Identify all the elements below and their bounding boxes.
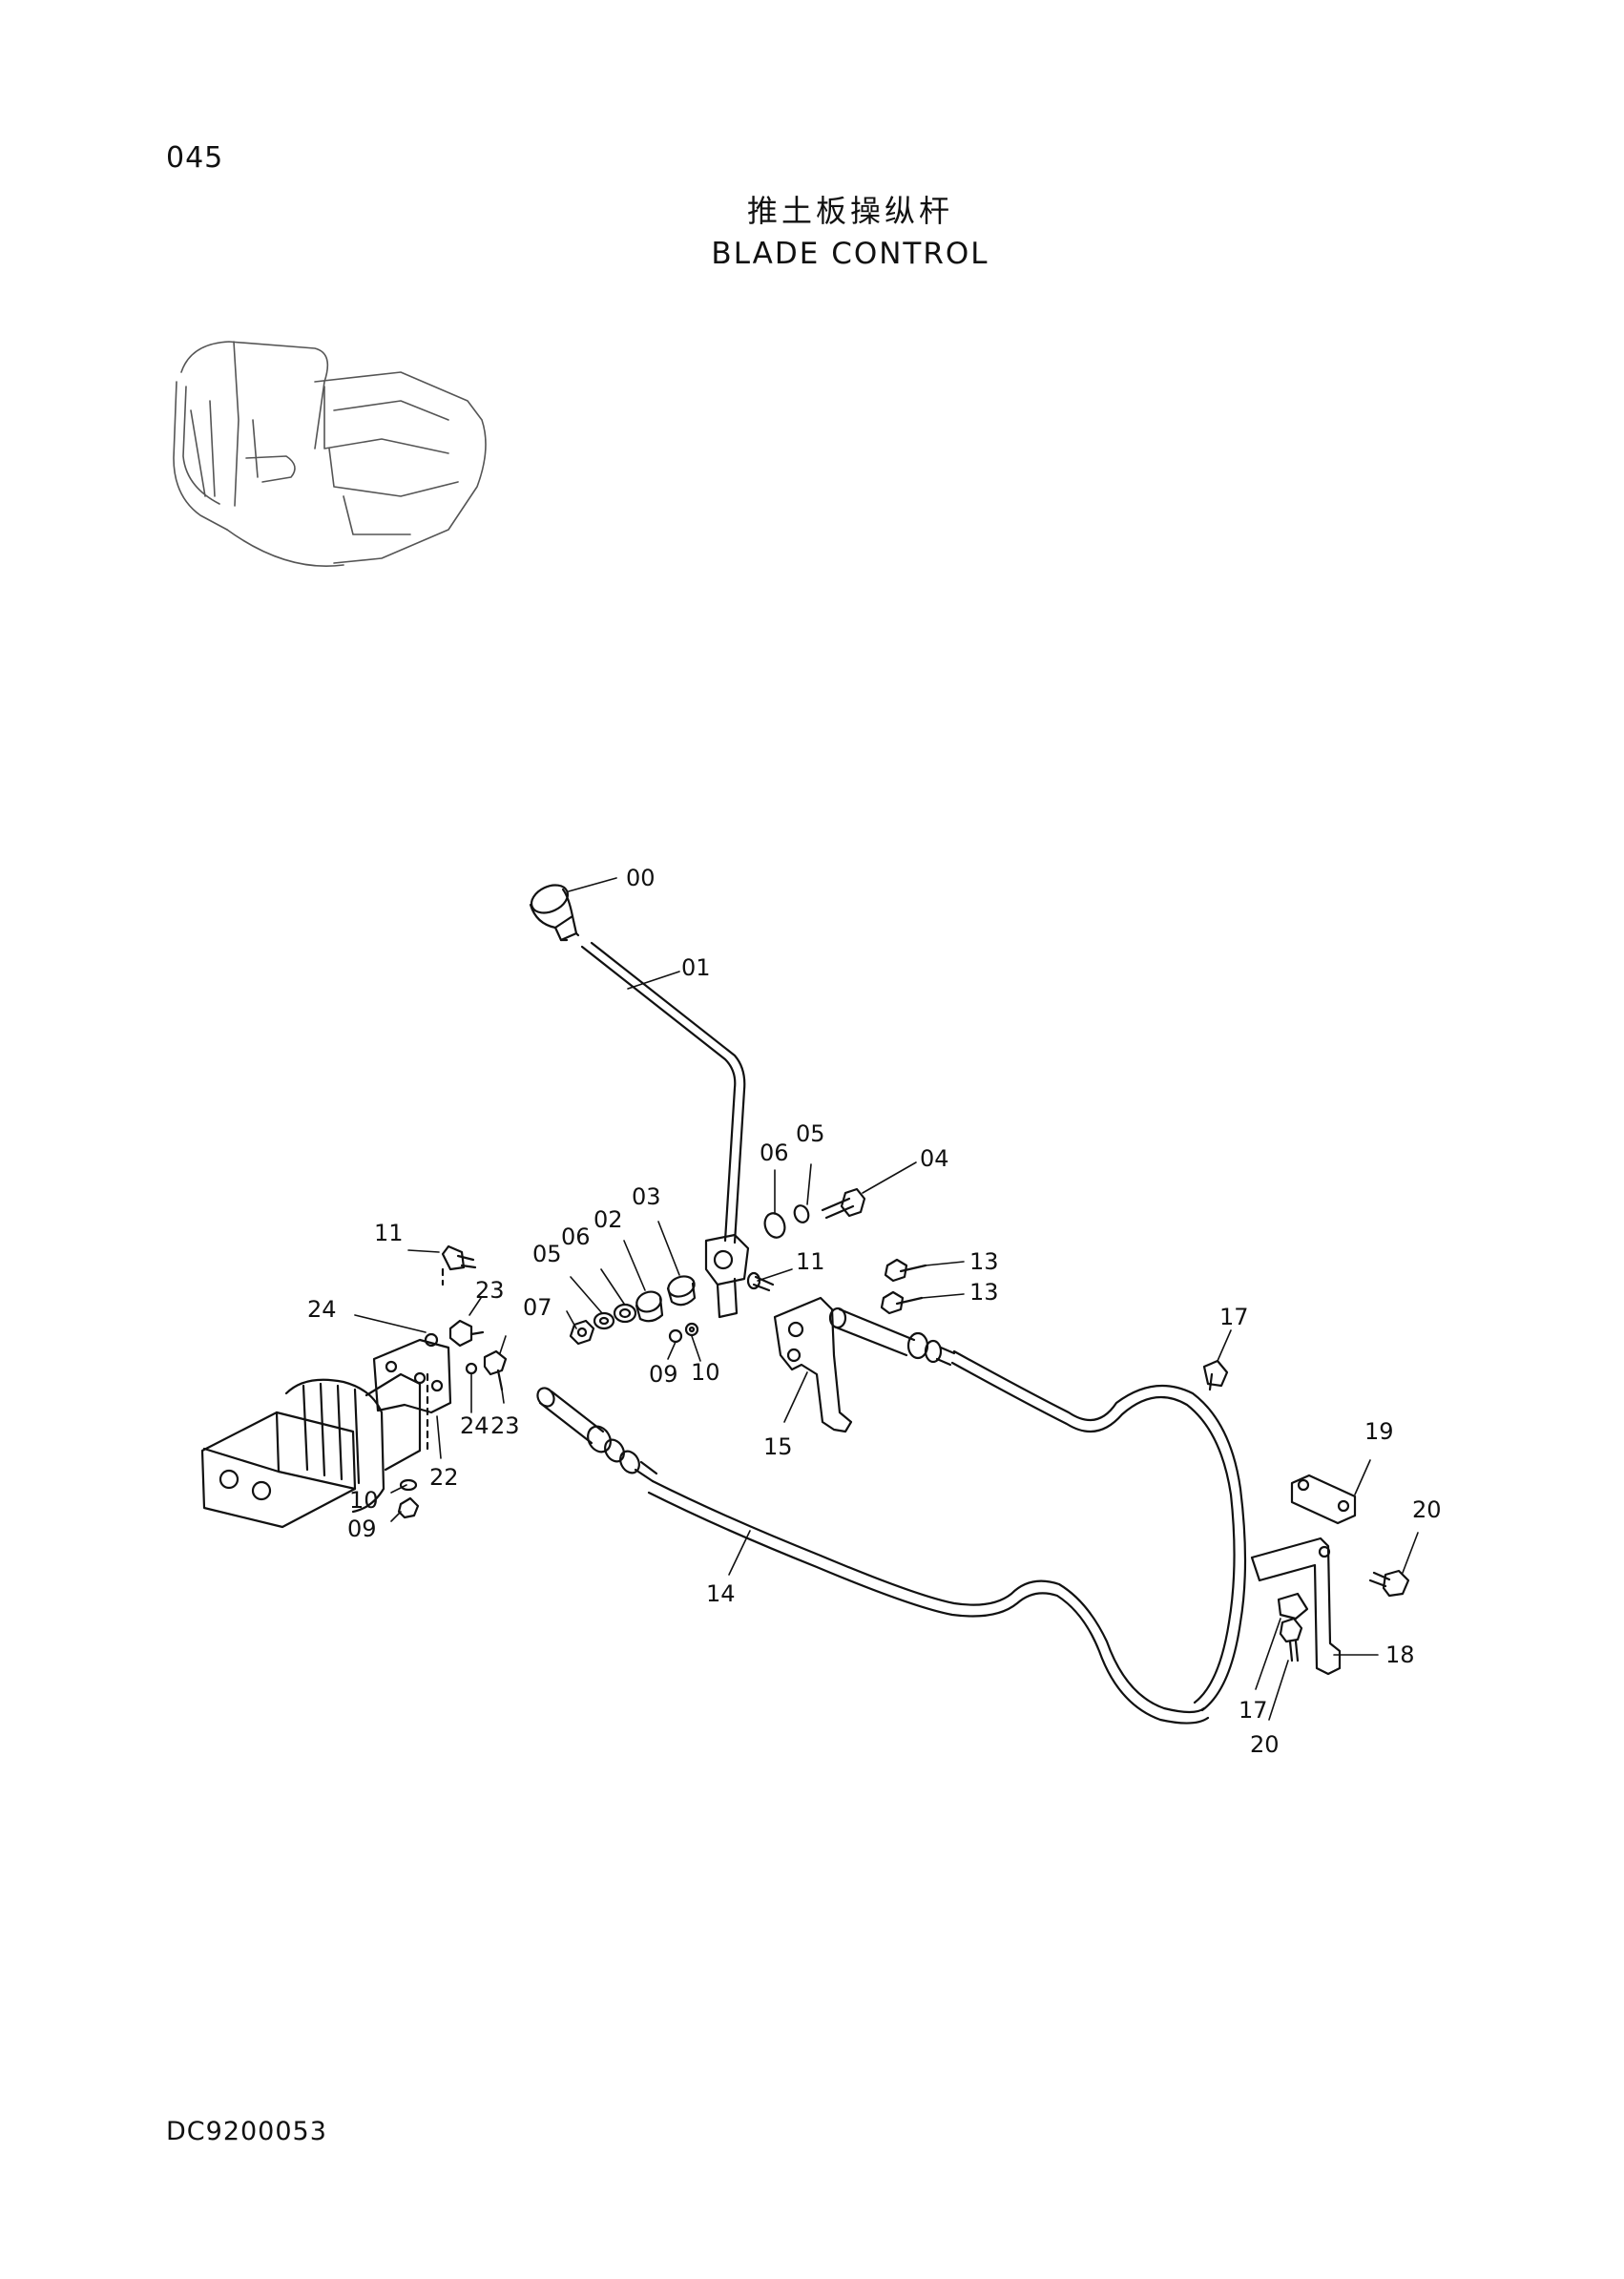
callout-11: 11 <box>374 1220 404 1246</box>
callout-17-b: 17 <box>1239 1697 1268 1724</box>
bracket-22 <box>372 1338 452 1414</box>
title-chinese: 推土板操纵杆 <box>746 193 953 229</box>
callout-00: 00 <box>626 865 656 891</box>
callout-11-b: 11 <box>796 1248 825 1275</box>
callout-17: 17 <box>1219 1304 1249 1330</box>
callout-labels: 00 01 02 03 04 05 05 06 06 07 09 09 10 1… <box>307 865 1442 1758</box>
bracket-19 <box>1290 1474 1357 1525</box>
bolt-20-right <box>1368 1569 1410 1598</box>
callout-24-b: 24 <box>460 1412 489 1439</box>
callout-07: 07 <box>523 1294 552 1321</box>
control-lever-01 <box>580 941 746 1244</box>
bracket-18 <box>1250 1537 1342 1676</box>
document-code: DC9200053 <box>166 2117 327 2146</box>
callout-09-b: 09 <box>347 1516 377 1542</box>
page-number: 045 <box>166 141 224 175</box>
bolt-13-lower <box>880 1290 924 1315</box>
bolt-20-lower <box>1279 1617 1303 1662</box>
callout-23: 23 <box>475 1277 505 1304</box>
callout-24: 24 <box>307 1296 337 1323</box>
callout-13-b: 13 <box>969 1279 999 1306</box>
callout-20: 20 <box>1412 1496 1442 1523</box>
clip-17-upper <box>1202 1359 1229 1391</box>
callout-06-b: 06 <box>561 1223 591 1250</box>
lever-pivot-block <box>704 1233 750 1319</box>
bolt-04 <box>763 1187 866 1239</box>
callout-23-b: 23 <box>490 1412 520 1439</box>
clip-17-lower <box>1277 1592 1309 1620</box>
valve-hardware <box>397 1244 508 1519</box>
callout-14: 14 <box>706 1580 736 1607</box>
callout-05-b: 05 <box>532 1241 562 1267</box>
control-valve <box>200 1372 422 1529</box>
machine-locator-icon <box>173 341 487 567</box>
callout-02: 02 <box>593 1206 623 1233</box>
cable-upper <box>950 1349 1247 1712</box>
callout-10-b: 10 <box>349 1487 379 1514</box>
callout-10: 10 <box>691 1359 720 1386</box>
callout-19: 19 <box>1364 1418 1394 1445</box>
bracket-15 <box>746 1271 853 1433</box>
callout-05: 05 <box>796 1120 825 1147</box>
cable-end-lower <box>536 1387 658 1483</box>
callout-06: 06 <box>760 1140 789 1166</box>
callout-18: 18 <box>1385 1641 1415 1668</box>
control-knob-00 <box>529 884 580 942</box>
callout-15: 15 <box>763 1433 793 1460</box>
callout-04: 04 <box>920 1145 949 1172</box>
callout-13: 13 <box>969 1248 999 1275</box>
cable-end-upper <box>828 1307 956 1367</box>
callout-03: 03 <box>632 1183 661 1210</box>
callout-22: 22 <box>429 1464 459 1491</box>
title-english: BLADE CONTROL <box>711 237 989 271</box>
bolt-13-upper <box>884 1258 927 1283</box>
pivot-hardware <box>569 1275 699 1346</box>
callout-20-b: 20 <box>1250 1731 1280 1758</box>
leader-lines <box>354 877 1419 1721</box>
callout-01: 01 <box>681 954 711 981</box>
cable-lower-14 <box>647 1479 1210 1725</box>
callout-09: 09 <box>649 1361 678 1388</box>
